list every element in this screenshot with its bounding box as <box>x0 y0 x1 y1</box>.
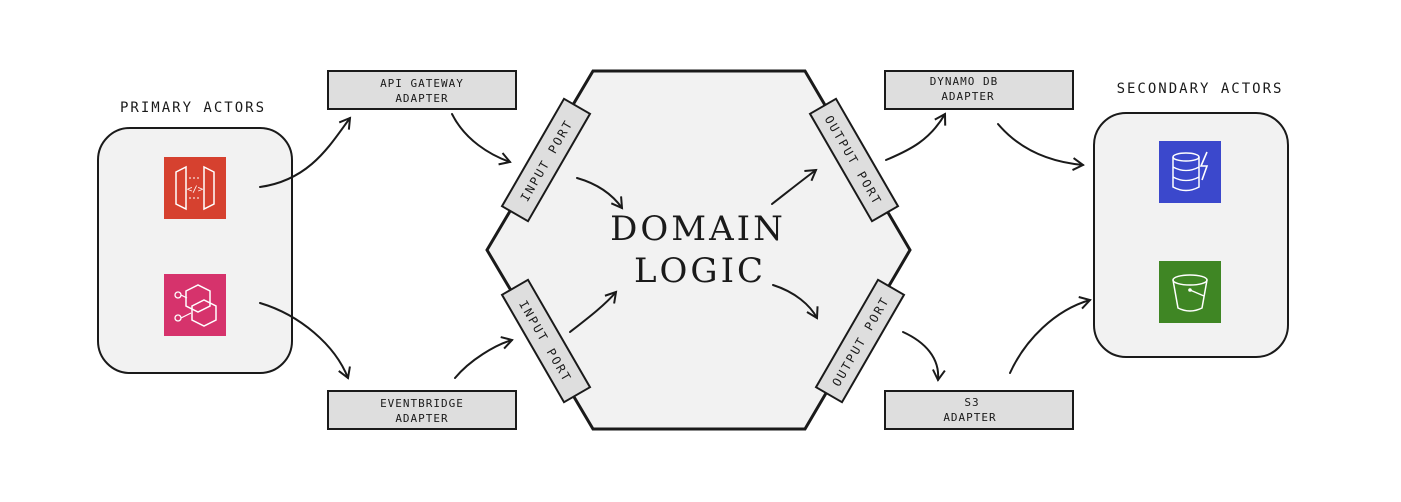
s3-adapter-box: S3 ADAPTER <box>884 390 1074 430</box>
arrow-output-port-bottom-to-s3 <box>902 331 946 382</box>
arrow-eventbridge-to-adapter <box>259 302 351 380</box>
domain-hexagon <box>485 69 912 431</box>
arrow-adapter-to-input-port-bottom <box>454 336 514 379</box>
dynamo-db-adapter-line1: DYNAMO DB <box>930 75 999 88</box>
api-gateway-adapter-line1: API GATEWAY <box>380 77 464 90</box>
domain-logic-line2: LOGIC <box>634 251 766 291</box>
arrow-api-to-adapter <box>259 116 352 188</box>
arrow-input-port-bottom-to-domain <box>569 290 618 333</box>
eventbridge-adapter-line1: EVENTBRIDGE <box>380 397 464 410</box>
svg-text:</>: </> <box>187 185 204 195</box>
dynamodb-icon <box>1159 141 1221 203</box>
dynamo-db-adapter-line2: ADAPTER <box>941 90 994 103</box>
eventbridge-adapter-box: EVENTBRIDGE ADAPTER <box>327 390 517 430</box>
api-gateway-adapter-box: API GATEWAY ADAPTER <box>327 70 517 110</box>
secondary-actors-title: SECONDARY ACTORS <box>1117 81 1284 97</box>
arrow-input-port-top-to-domain <box>576 177 624 210</box>
s3-bucket-icon <box>1159 261 1221 323</box>
s3-adapter-line2: ADAPTER <box>943 411 996 424</box>
arrow-domain-to-output-port-bottom <box>772 284 819 320</box>
api-gateway-adapter-line2: ADAPTER <box>395 92 448 105</box>
arrow-dynamo-adapter-to-secondary <box>997 123 1085 171</box>
arrow-s3-adapter-to-secondary <box>1009 296 1092 374</box>
domain-logic-line1: DOMAIN <box>610 209 786 249</box>
primary-actors-title: PRIMARY ACTORS <box>120 100 266 116</box>
arrow-output-port-top-to-dynamo <box>885 112 947 161</box>
api-gateway-icon: </> <box>164 157 226 219</box>
s3-adapter-line1: S3 <box>964 396 979 409</box>
primary-actors-panel <box>97 127 293 374</box>
eventbridge-icon <box>164 274 226 336</box>
eventbridge-adapter-line2: ADAPTER <box>395 412 448 425</box>
secondary-actors-panel <box>1093 112 1289 358</box>
arrow-adapter-to-input-port-top <box>451 113 512 166</box>
arrow-domain-to-output-port-top <box>771 168 818 205</box>
flow-arrows <box>259 112 1092 382</box>
dynamo-db-adapter-box: DYNAMO DB ADAPTER <box>884 70 1074 110</box>
